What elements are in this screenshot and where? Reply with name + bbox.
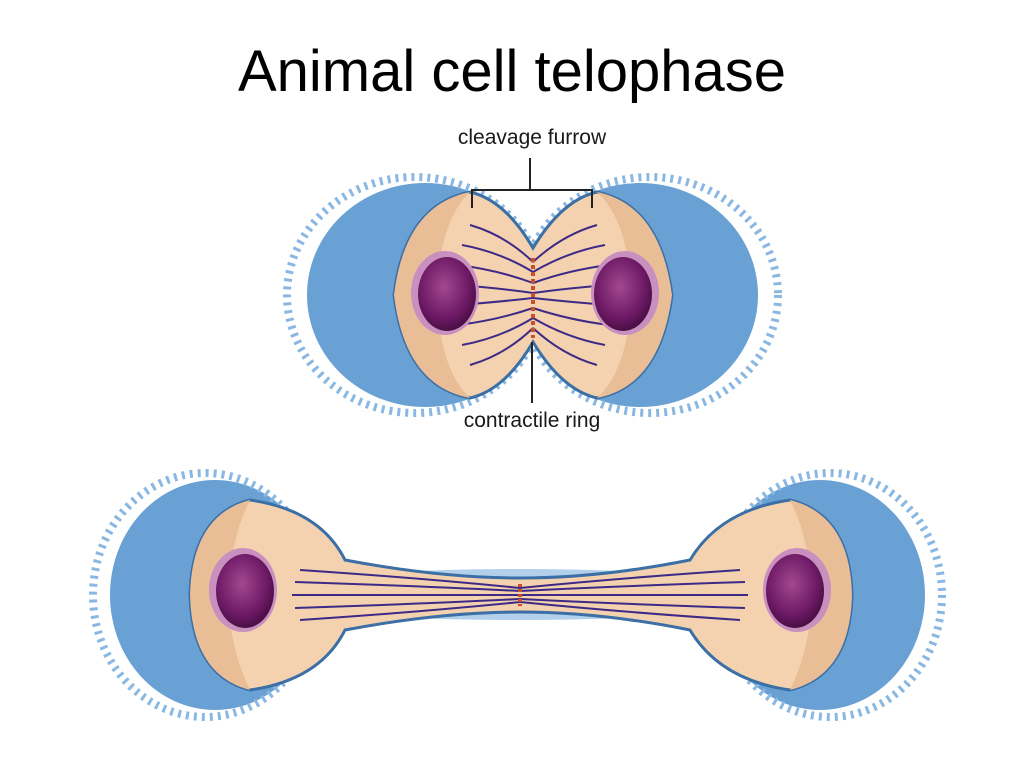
spindle-fiber	[461, 317, 534, 346]
top-right-nucleus	[594, 257, 652, 331]
cleavage-furrow-callout: cleavage furrow	[458, 126, 607, 208]
spindle-fiber	[469, 224, 534, 263]
spindle-fiber	[532, 224, 598, 263]
spindle-fiber	[294, 598, 521, 609]
top-spindle-fibers	[457, 224, 610, 366]
bottom-right-nucleus	[766, 554, 824, 628]
spindle-fiber	[299, 601, 521, 621]
spindle-fiber	[469, 327, 534, 366]
bottom-spindle-fibers	[292, 569, 748, 621]
spindle-fiber	[532, 327, 598, 366]
spindle-fiber	[294, 581, 521, 592]
top-left-nucleus	[418, 257, 476, 331]
spindle-fiber	[532, 317, 606, 346]
spindle-fiber	[461, 244, 534, 273]
slide-title: Animal cell telophase	[237, 39, 787, 104]
spindle-fiber	[299, 569, 521, 589]
spindle-fiber	[519, 581, 746, 592]
bottom-left-nucleus	[216, 554, 274, 628]
contractile-ring-callout: contractile ring	[464, 342, 601, 432]
contractile-ring-label: contractile ring	[464, 409, 601, 432]
top-cell	[283, 173, 782, 417]
spindle-fiber	[519, 569, 741, 589]
bottom-cell	[89, 469, 946, 721]
spindle-fiber	[519, 598, 746, 609]
spindle-fiber	[532, 244, 606, 273]
cleavage-furrow-label: cleavage furrow	[458, 126, 607, 149]
cleavage-furrow-bracket	[471, 158, 593, 208]
fuzz-right-outer	[714, 469, 946, 721]
spindle-fiber	[519, 601, 741, 621]
spindle-fiber	[532, 307, 610, 326]
